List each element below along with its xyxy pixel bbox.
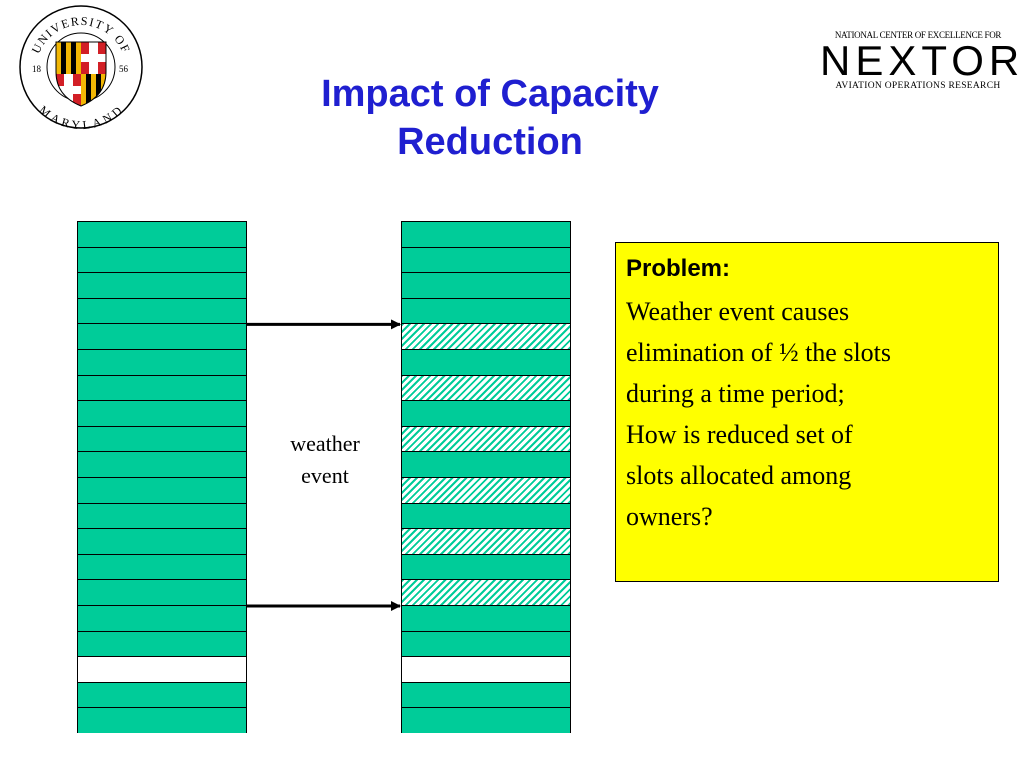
original-slot-filled [78, 606, 246, 631]
reduced-slot-hatched [402, 478, 570, 503]
problem-line: Weather event causes [626, 297, 850, 326]
original-slot-empty [78, 657, 246, 682]
problem-line: during a time period; [626, 379, 845, 408]
problem-line: slots allocated among [626, 461, 852, 490]
original-slot-filled [78, 682, 246, 708]
nextor-bottom-text: AVIATION OPERATIONS RESEARCH [835, 81, 1001, 91]
slide-title: Impact of Capacity Reduction [230, 70, 750, 166]
reduced-slot-hatched [402, 529, 570, 554]
reduced-slot-hatched [402, 580, 570, 605]
reduced-slot-filled [402, 350, 570, 375]
reduced-slot-filled [402, 298, 570, 324]
original-slot-filled [78, 426, 246, 452]
original-slot-filled [78, 554, 246, 580]
original-slot-filled [78, 350, 246, 375]
university-of-maryland-seal: UNIVERSITY OF MARYLAND 18 56 [19, 5, 143, 130]
original-slot-filled [78, 401, 246, 426]
event-label-line-1: weather [290, 431, 360, 456]
original-slot-filled [78, 375, 246, 401]
reduced-slot-filled [402, 554, 570, 580]
original-slot-filled [78, 529, 246, 554]
reduced-slot-hatched [402, 426, 570, 452]
original-slot-filled [78, 298, 246, 324]
reduced-slot-filled [402, 631, 570, 657]
reduced-slot-filled [402, 247, 570, 273]
original-slot-filled [78, 324, 246, 349]
reduced-slot-filled [402, 452, 570, 477]
problem-line: How is reduced set of [626, 420, 853, 449]
reduced-slot-empty [402, 657, 570, 682]
reduced-slot-filled [402, 606, 570, 631]
reduced-slot-filled [402, 222, 570, 247]
reduced-slot-filled [402, 401, 570, 426]
original-slot-filled [78, 503, 246, 529]
original-slot-filled [78, 631, 246, 657]
nextor-logo: NATIONAL CENTER OF EXCELLENCE FOR NEXTOR… [820, 30, 1024, 92]
reduced-slot-hatched [402, 324, 570, 349]
nextor-name: NEXTOR [820, 37, 1024, 84]
title-line-2: Reduction [397, 121, 583, 163]
original-slot-filled [78, 222, 246, 247]
weather-event-label: weather event [258, 428, 392, 492]
reduced-slot-filled [402, 273, 570, 298]
original-slot-filled [78, 580, 246, 605]
problem-line: elimination of ½ the slots [626, 338, 892, 367]
problem-box: Problem: Weather event causes eliminatio… [615, 242, 999, 582]
event-label-line-2: event [301, 463, 349, 488]
original-slot-filled [78, 452, 246, 477]
reduced-slot-column [401, 221, 571, 733]
title-line-1: Impact of Capacity [321, 73, 659, 115]
reduced-slot-filled [402, 708, 570, 733]
seal-year-left: 18 [32, 64, 42, 74]
problem-line: owners? [626, 502, 713, 531]
problem-description: Weather event causes elimination of ½ th… [626, 291, 988, 537]
reduced-slot-filled [402, 682, 570, 708]
problem-heading: Problem: [626, 255, 731, 282]
original-slot-filled [78, 708, 246, 733]
nextor-top-text: NATIONAL CENTER OF EXCELLENCE FOR [834, 30, 1002, 40]
original-slot-column [77, 221, 247, 733]
reduced-slot-hatched [402, 375, 570, 401]
seal-year-right: 56 [119, 64, 129, 74]
reduced-slot-filled [402, 503, 570, 529]
original-slot-filled [78, 247, 246, 273]
original-slot-filled [78, 273, 246, 298]
original-slot-filled [78, 478, 246, 503]
